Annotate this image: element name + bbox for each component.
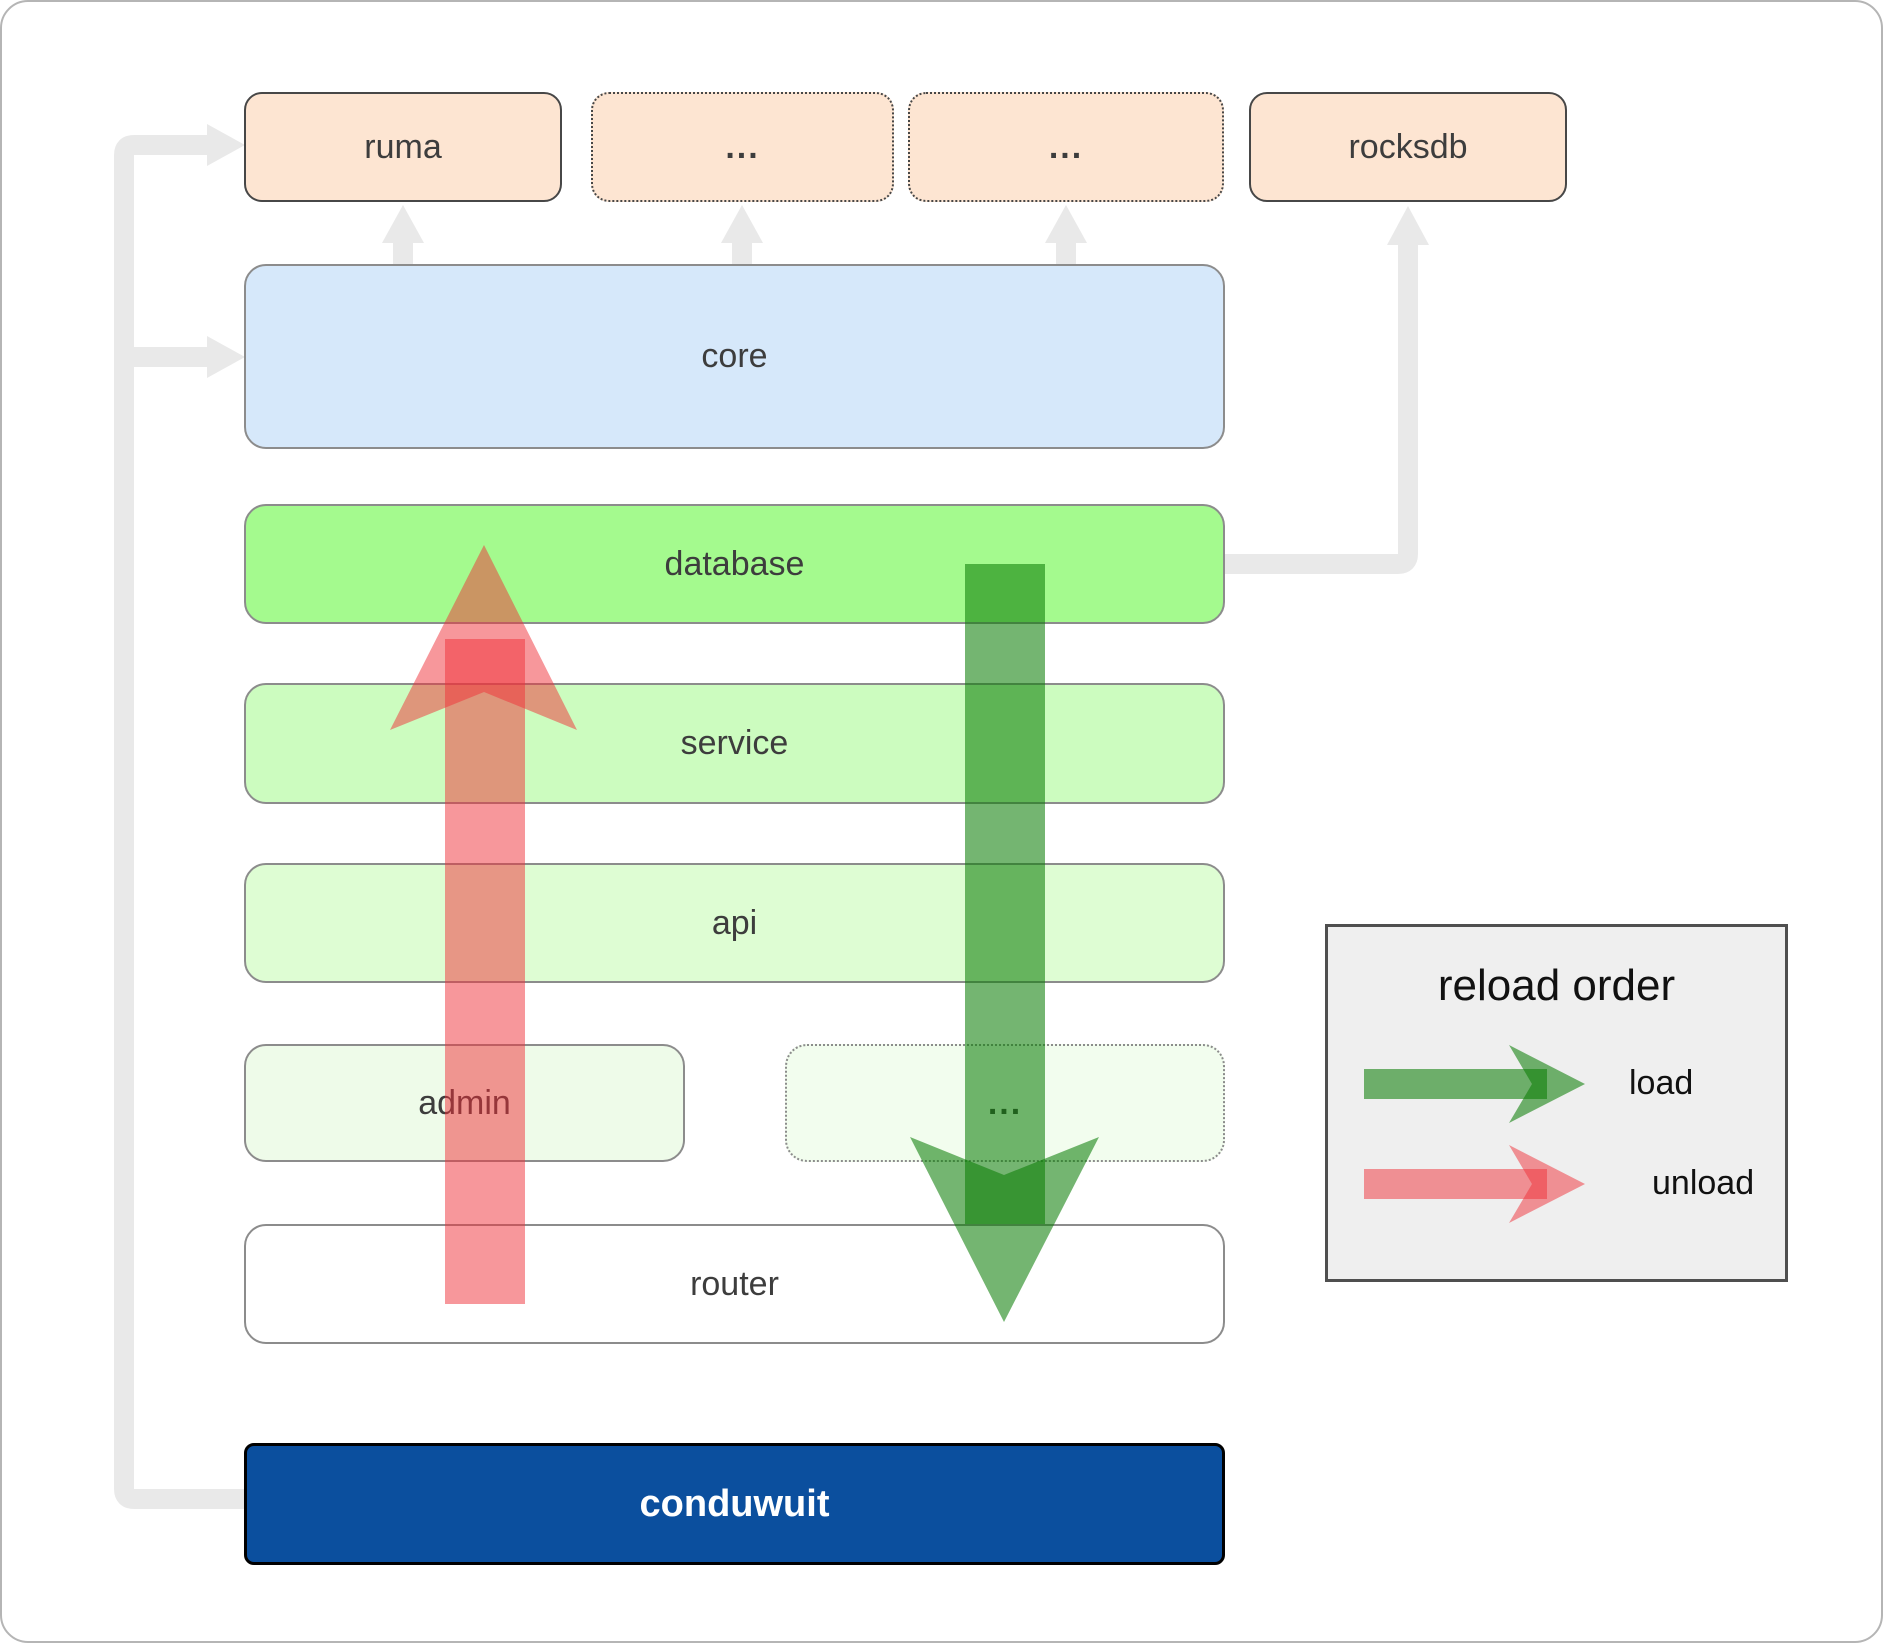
node-core-label: core [701, 337, 768, 375]
node-api-label: api [711, 903, 758, 942]
node-rocksdb: rocksdb [1249, 92, 1567, 202]
node-service: service [244, 683, 1225, 804]
node-core: core [244, 264, 1225, 449]
legend-box: reload order [1325, 924, 1788, 1282]
node-ellipsis-admin: ... [785, 1044, 1225, 1162]
node-ellipsis-top-1: ... [591, 92, 894, 202]
node-service-label: service [680, 724, 789, 762]
node-admin-label: admin [418, 1083, 511, 1122]
node-ruma: ruma [244, 92, 562, 202]
legend-title: reload order [1437, 961, 1676, 1010]
node-api: api [244, 863, 1225, 983]
arrowhead-up-ellipsis2 [1045, 205, 1087, 243]
node-ruma-label: ruma [364, 127, 442, 166]
arrowhead-up-ellipsis1 [721, 205, 763, 243]
arrowhead-into-core [207, 336, 245, 378]
connector-database-to-rocksdb [1225, 242, 1418, 574]
node-database: database [244, 504, 1225, 624]
node-router: router [244, 1224, 1225, 1344]
connector-conduwuit-to-ruma [114, 135, 244, 1509]
node-ellipsis-top-2: ... [908, 92, 1224, 202]
arrowhead-up-rocksdb [1387, 206, 1429, 245]
arrowhead-into-ruma [207, 124, 245, 166]
node-conduwuit-label: conduwuit [639, 1482, 830, 1525]
arrowhead-up-ruma [382, 205, 424, 243]
legend-load-label: load [1629, 1064, 1694, 1102]
node-conduwuit: conduwuit [244, 1443, 1225, 1565]
node-ellipsis-top-2-label: ... [1048, 127, 1084, 166]
legend-unload-label: unload [1652, 1164, 1755, 1202]
node-ellipsis-top-1-label: ... [725, 127, 760, 166]
node-database-label: database [664, 544, 805, 583]
node-ellipsis-admin-label: ... [987, 1083, 1023, 1122]
node-router-label: router [690, 1264, 779, 1303]
node-admin: admin [244, 1044, 685, 1162]
node-rocksdb-label: rocksdb [1348, 127, 1468, 166]
